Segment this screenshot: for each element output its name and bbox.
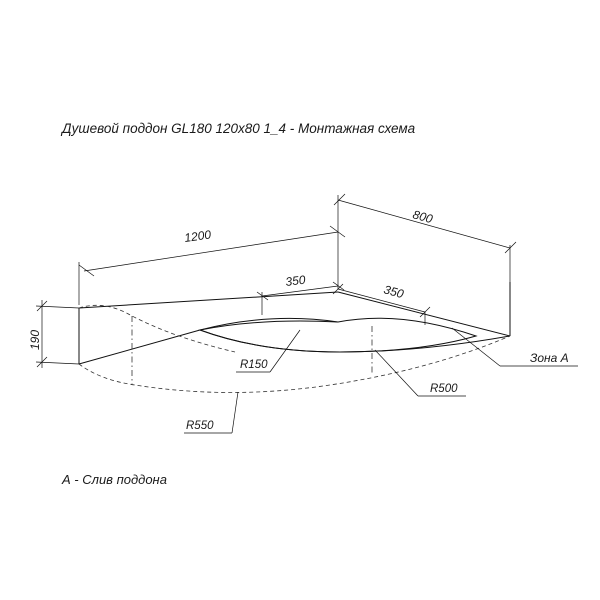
radius-r550-label: R550 xyxy=(186,420,214,432)
dimension-1200: 1200 xyxy=(78,195,346,305)
dimension-190-label: 190 xyxy=(28,330,42,350)
leader-r500: R500 xyxy=(374,349,466,397)
tray-base-hidden xyxy=(78,304,511,393)
dimension-350-right-label: 350 xyxy=(382,282,405,301)
front-edge-left xyxy=(78,329,201,365)
dimension-350-left: 350 xyxy=(256,273,345,315)
drain-zone-hatched xyxy=(198,317,478,353)
back-edge-right xyxy=(337,291,511,337)
dimension-190: 190 xyxy=(28,300,80,368)
leader-r150: R150 xyxy=(236,329,301,373)
dimension-800-label: 800 xyxy=(411,207,434,226)
dimension-1200-label: 1200 xyxy=(183,227,212,245)
front-curve xyxy=(199,329,511,353)
dimension-350-left-label: 350 xyxy=(285,273,307,289)
back-edge-left xyxy=(78,291,339,309)
tray-outline xyxy=(78,282,511,365)
zone-a-label: Зона А xyxy=(530,351,569,365)
dimension-800: 800 xyxy=(333,193,517,282)
base-left-curve xyxy=(78,304,236,353)
base-front-curve xyxy=(78,335,511,393)
diagram-title: Душевой поддон GL180 120х80 1_4 - Монтаж… xyxy=(62,121,416,136)
drain-caption: А - Слив поддона xyxy=(62,472,167,487)
leader-r550: R550 xyxy=(184,391,239,434)
drain-zone-inner-arc xyxy=(199,317,339,331)
radius-r500-label: R500 xyxy=(430,383,458,395)
radius-r150-label: R150 xyxy=(240,359,268,371)
dimension-350-right: 350 xyxy=(332,282,431,325)
leader-zone-a: Зона А xyxy=(451,327,578,367)
